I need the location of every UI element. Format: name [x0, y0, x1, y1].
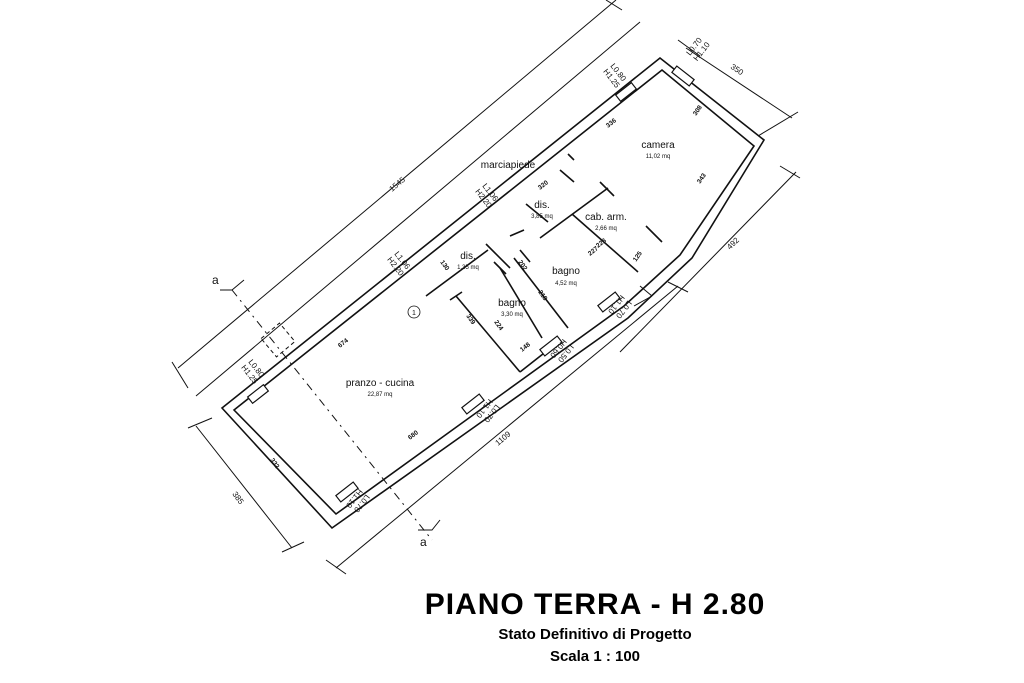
sidewalk-object	[260, 322, 296, 358]
dim-left-side: 385	[230, 490, 245, 507]
dim-224: 224	[492, 319, 504, 332]
opening-labels: L0.70 H1.10 L0.80 H1.25 L1.06 H2.20 L1.0…	[239, 35, 712, 514]
dim-680: 680	[407, 429, 420, 441]
reference-marker-circle	[407, 305, 421, 319]
dim-332: 332	[268, 457, 280, 470]
dim-right-long: 492	[725, 235, 741, 251]
room-camera-area: 11,02 mq	[646, 154, 671, 160]
dim-130: 130	[438, 259, 450, 272]
dim-228: 228	[595, 237, 608, 249]
interior-walls	[425, 153, 663, 373]
room-cab-arm-area: 2,66 mq	[595, 226, 617, 232]
dim-202: 202	[516, 259, 528, 272]
room-bagno-left-area: 3,30 mq	[501, 312, 523, 318]
room-camera-name: camera	[641, 140, 675, 151]
drawing-scale: Scala 1 : 100	[549, 648, 641, 665]
dimension-lines	[171, 0, 801, 575]
room-bagno-right-name: bagno	[552, 266, 580, 277]
room-bagno-left-name: bagno	[498, 298, 526, 309]
drawing-subtitle: Stato Definitivo di Progetto	[498, 626, 692, 643]
room-dis-lower-name: dis.	[460, 251, 476, 262]
section-label-top: a	[212, 273, 219, 287]
dim-148: 148	[519, 341, 532, 353]
dim-343: 343	[696, 172, 708, 185]
room-labels: camera 11,02 mq dis. 3,85 mq cab. arm. 2…	[346, 140, 675, 398]
dim-339: 339	[464, 313, 476, 326]
section-line	[220, 279, 441, 541]
room-pranzo-name: pranzo - cucina	[346, 378, 415, 389]
room-dis-lower-area: 1,35 mq	[457, 265, 479, 271]
room-dis-upper-area: 3,85 mq	[531, 214, 553, 220]
dim-right-short: 350	[729, 62, 746, 77]
reference-marker-number: 1	[412, 310, 416, 317]
outer-walls	[220, 56, 766, 530]
dim-308: 308	[692, 104, 704, 117]
dimension-labels: 1545 1109 350 492 385 674 680 332 339 22…	[230, 62, 745, 506]
dim-125: 125	[632, 250, 644, 263]
title-block: PIANO TERRA - H 2.80 Stato Definitivo di…	[380, 586, 810, 668]
dim-bottom-overall: 1109	[494, 429, 513, 447]
room-pranzo-area: 22,87 mq	[367, 392, 392, 398]
room-bagno-right-area: 4,52 mq	[555, 281, 577, 287]
markers: a a 1	[212, 273, 427, 549]
drawing-title: PIANO TERRA - H 2.80	[424, 588, 766, 621]
dim-336: 336	[605, 117, 618, 129]
dim-320: 320	[537, 179, 550, 191]
room-dis-upper-name: dis.	[534, 200, 550, 211]
window-openings	[246, 65, 695, 503]
room-cab-arm-name: cab. arm.	[585, 212, 627, 223]
dim-674: 674	[337, 337, 350, 349]
sidewalk-label: marciapiede	[481, 160, 536, 171]
section-label-bottom: a	[420, 535, 427, 549]
